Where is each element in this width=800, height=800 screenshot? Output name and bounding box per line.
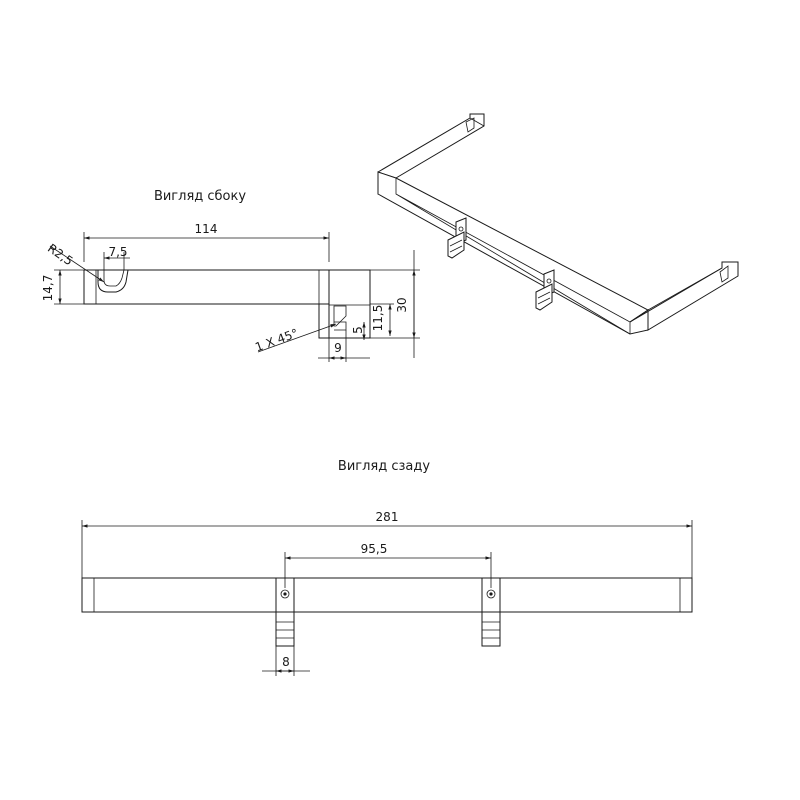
iso-bracket-1 <box>447 217 467 259</box>
side-bracket-notch-lower <box>334 321 347 331</box>
dim-label-95-5: 95,5 <box>361 542 388 556</box>
isometric-view <box>377 113 739 335</box>
iso-right-arm-edges <box>629 267 723 323</box>
dim-label-30: 30 <box>395 297 409 312</box>
iso-bracket-2 <box>535 269 555 311</box>
dim-leader-radius <box>49 245 105 283</box>
side-bracket-notch <box>333 305 347 327</box>
dim-label-114: 114 <box>195 222 218 236</box>
back-bracket-left <box>275 577 295 647</box>
back-bar <box>81 577 693 613</box>
iso-left-arm-notch <box>465 117 475 133</box>
back-bracket-right <box>481 577 501 647</box>
side-bar <box>83 269 330 305</box>
dim-label-5: 5 <box>351 326 365 334</box>
dim-label-281: 281 <box>376 510 399 524</box>
iso-right-arm <box>629 261 739 331</box>
iso-right-arm-notch <box>719 265 729 283</box>
dim-leader-chamfer <box>257 323 337 353</box>
dim-label-8: 8 <box>282 655 290 669</box>
side-hook-slot-inner <box>103 269 125 287</box>
dim-label-14-7: 14,7 <box>41 275 55 302</box>
dim-label-9: 9 <box>334 341 342 355</box>
dim-label-11-5: 11,5 <box>371 305 385 332</box>
side-hook-slot <box>97 269 129 293</box>
dim-label-chamfer: 1 X 45° <box>253 326 300 354</box>
dim-label-7-5: 7,5 <box>108 245 127 259</box>
back-view: Вигляд сзаду 281 <box>81 459 693 676</box>
dim-label-radius: R2,5 <box>45 241 75 268</box>
side-view-title: Вигляд сбоку <box>154 189 246 204</box>
back-view-title: Вигляд сзаду <box>338 459 430 474</box>
side-view: Вигляд сбоку 114 7,5 R2,5 14,7 <box>41 189 420 362</box>
